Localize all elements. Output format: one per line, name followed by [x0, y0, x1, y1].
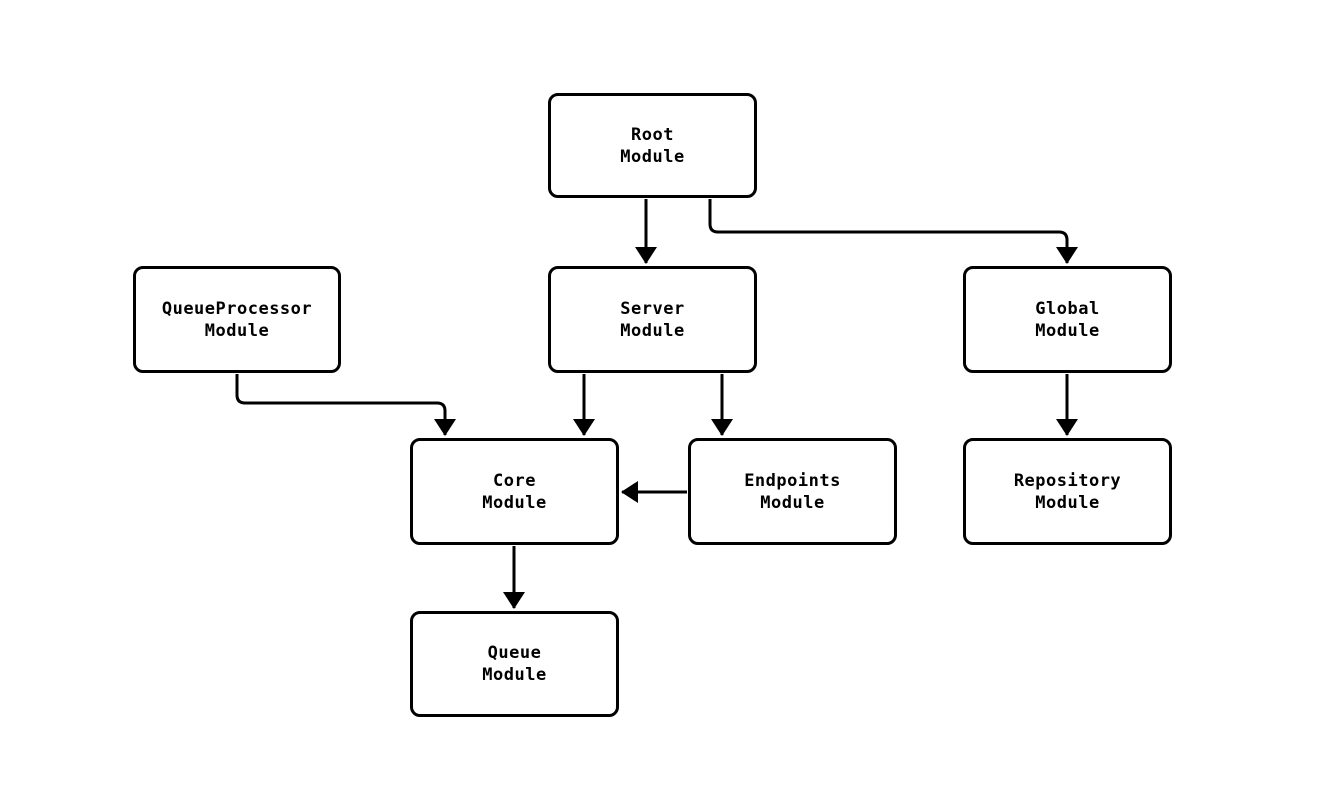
node-queueprocessor-module-label: QueueProcessor Module	[161, 298, 313, 341]
node-global-module-label: Global Module	[1035, 298, 1100, 341]
node-endpoints-module: Endpoints Module	[688, 438, 897, 545]
edge-queueprocessor-to-core	[235, 374, 456, 436]
node-queue-module-label: Queue Module	[482, 643, 547, 685]
edge-root-to-global	[708, 199, 1078, 264]
node-queue-module: Queue Module	[410, 611, 619, 717]
node-queueprocessor-module: QueueProcessor Module	[133, 266, 341, 373]
node-core-module-label: Core Module	[482, 470, 547, 513]
node-server-module: Server Module	[548, 266, 757, 373]
node-core-module: Core Module	[410, 438, 619, 545]
node-endpoints-module-label: Endpoints Module	[744, 470, 841, 513]
node-root-module-label: Root Module	[620, 124, 685, 167]
node-root-module: Root Module	[548, 93, 757, 198]
node-server-module-label: Server Module	[620, 298, 685, 341]
node-repository-module: Repository Module	[963, 438, 1172, 545]
node-repository-module-label: Repository Module	[1013, 470, 1122, 513]
node-global-module: Global Module	[963, 266, 1172, 373]
